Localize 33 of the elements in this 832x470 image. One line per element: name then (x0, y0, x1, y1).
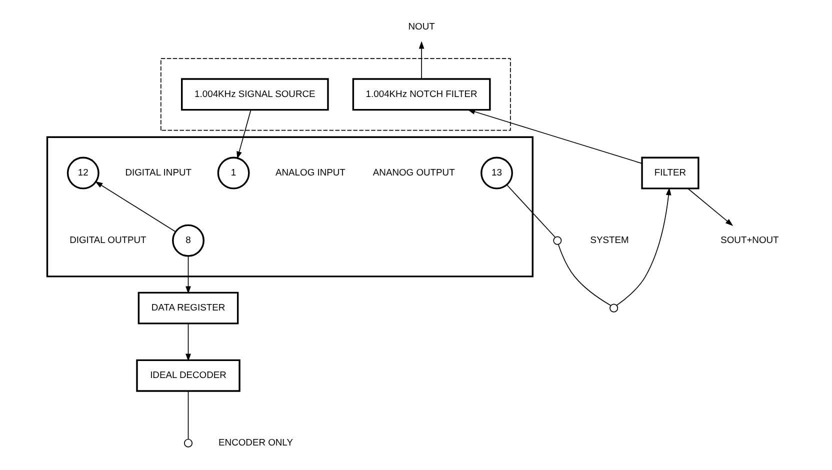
arrow (687, 188, 734, 226)
node-circle: 12 (66, 156, 100, 190)
node-circle (184, 438, 193, 448)
cluster (160, 58, 511, 131)
node-label: ENCODER ONLY (218, 436, 293, 448)
node-label: ANALOG INPUT (276, 166, 346, 178)
node-box: FILTER (641, 156, 700, 190)
arrow (467, 109, 642, 164)
node-text: NOUT (408, 20, 435, 32)
node-circle: 13 (480, 156, 513, 190)
node-box: DATA REGISTER (138, 292, 239, 324)
connector (188, 390, 189, 440)
node-label: ANANOG OUTPUT (372, 166, 455, 178)
arrow (186, 256, 191, 294)
node-box: IDEAL DECODER (136, 359, 240, 392)
cluster (46, 136, 534, 278)
node-box: 1.004KHz SIGNAL SOURCE (181, 78, 329, 111)
arrow (236, 110, 252, 160)
arrow (418, 41, 424, 80)
node-circle: 1 (217, 156, 250, 190)
connector (558, 244, 611, 306)
arrow (94, 181, 176, 232)
node-label: DIGITAL INPUT (125, 166, 192, 178)
connector (506, 184, 556, 238)
node-text: SOUT+NOUT (720, 234, 779, 245)
node-circle: 8 (172, 224, 204, 257)
node-circle (553, 236, 562, 245)
node-label: DIGITAL OUTPUT (70, 234, 146, 245)
arrow (186, 323, 191, 362)
node-box: 1.004KHz NOTCH FILTER (352, 78, 491, 111)
node-label: SYSTEM (590, 234, 629, 245)
node-circle (610, 304, 618, 312)
arrow (616, 187, 672, 306)
